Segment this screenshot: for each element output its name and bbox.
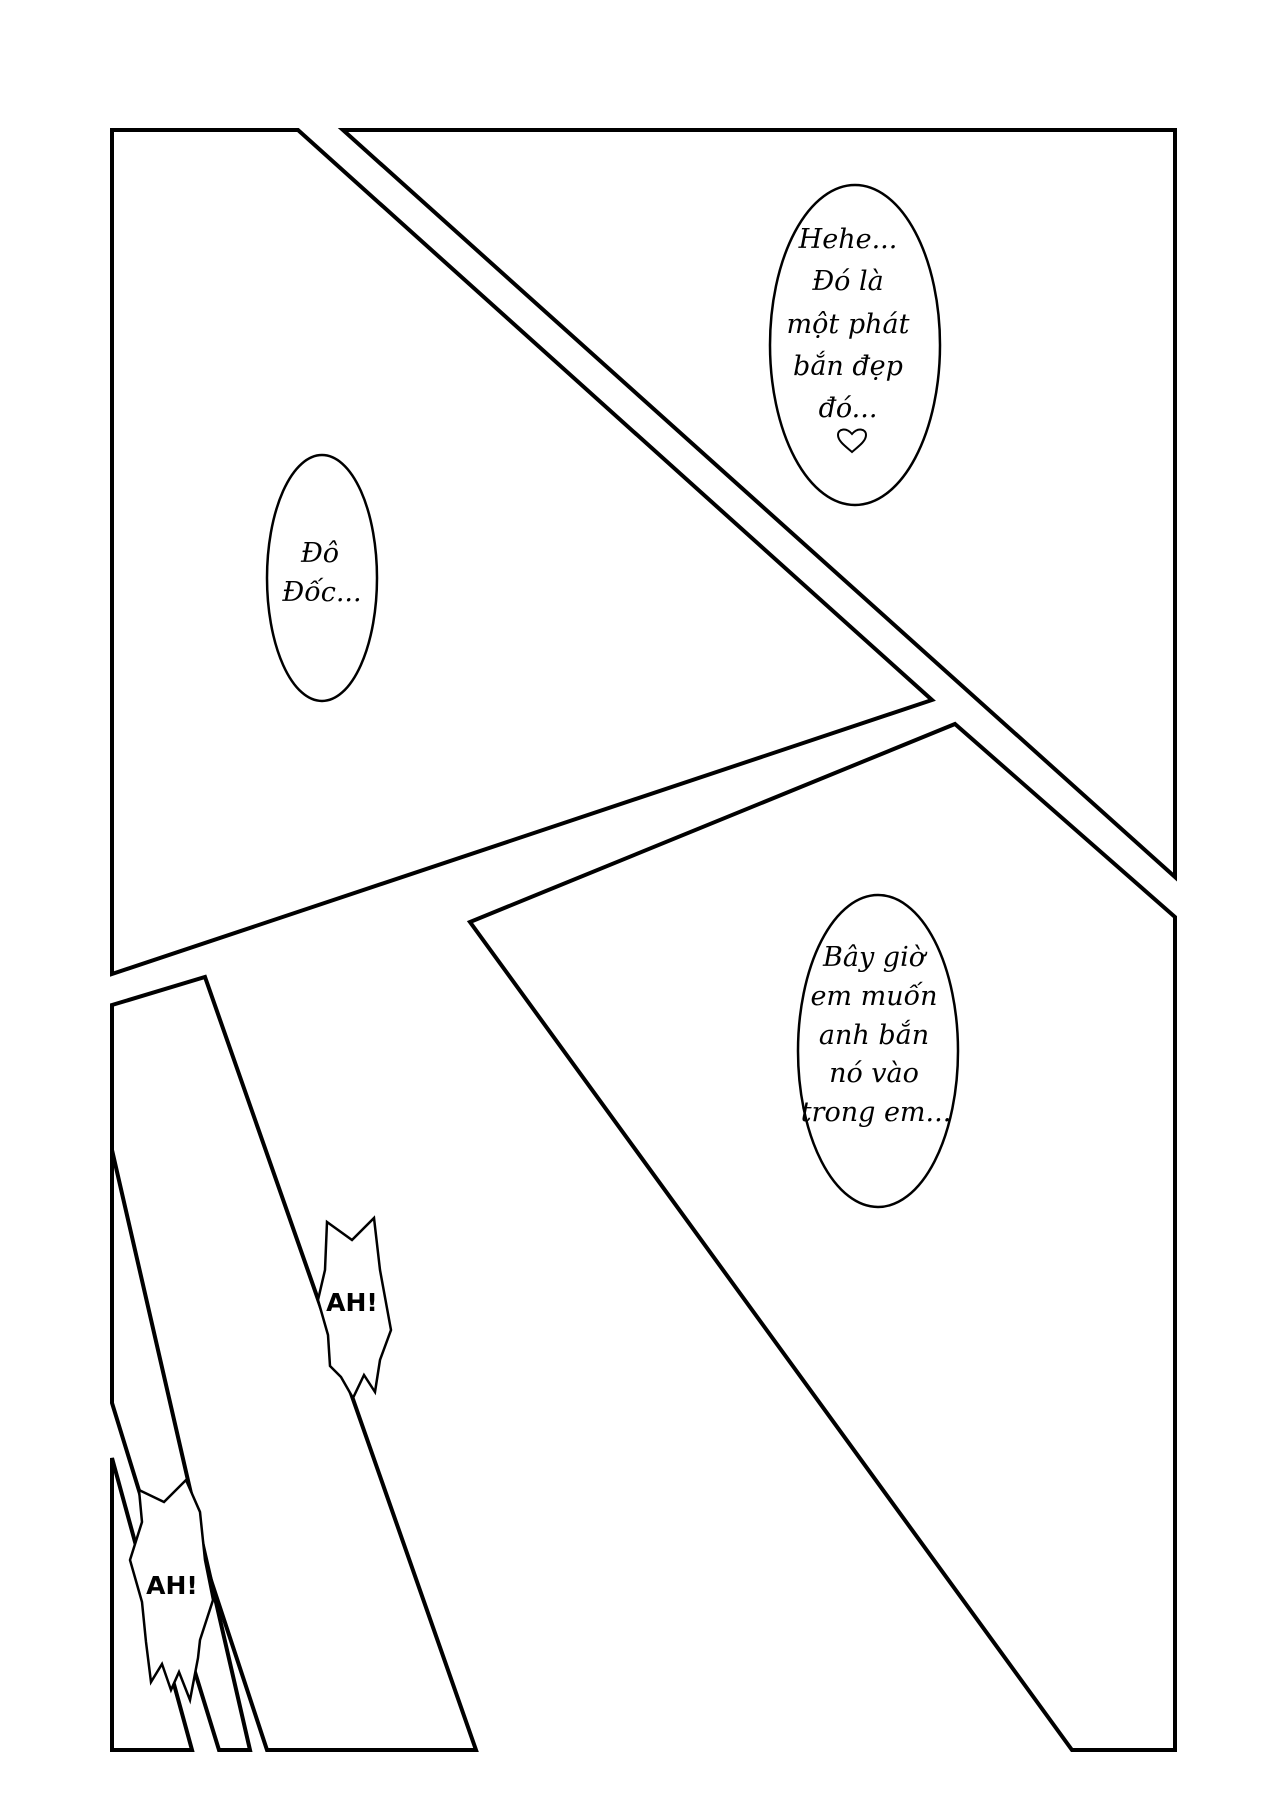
bubble-line: Bây giờ — [822, 942, 928, 973]
bubble-line: Hehe... — [798, 224, 898, 255]
sfx-burst-second: AH! — [128, 1477, 215, 1705]
sfx-text: AH! — [326, 1288, 378, 1317]
bubble-line: em muốn — [810, 981, 937, 1012]
speech-bubble-top-right: Hehe... Đó là một phát bắn đẹp đó... — [768, 183, 942, 507]
speech-bubble-bottom-right: Bây giờ em muốn anh bắn nó vào trong em.… — [796, 893, 960, 1209]
sfx-text: AH! — [146, 1571, 198, 1600]
bubble-line: trong em... — [801, 1097, 952, 1128]
bubble-line: bắn đẹp — [793, 350, 903, 382]
bubble-line: Đốc... — [281, 577, 361, 608]
bubble-line: một phát — [787, 309, 910, 340]
panel-middle-right — [466, 721, 1177, 1752]
heart-icon — [836, 428, 868, 454]
bubble-line: đó... — [819, 393, 878, 424]
bubble-line: Đô — [300, 538, 339, 569]
panel-top-right — [337, 128, 1177, 882]
bubble-line: Đó là — [811, 266, 883, 297]
speech-bubble-middle-left: Đô Đốc... — [265, 453, 379, 703]
bubble-line: nó vào — [829, 1058, 919, 1089]
sfx-burst-first: AH! — [316, 1215, 393, 1401]
panel-top-left — [110, 128, 936, 977]
bubble-line: anh bắn — [819, 1019, 929, 1051]
